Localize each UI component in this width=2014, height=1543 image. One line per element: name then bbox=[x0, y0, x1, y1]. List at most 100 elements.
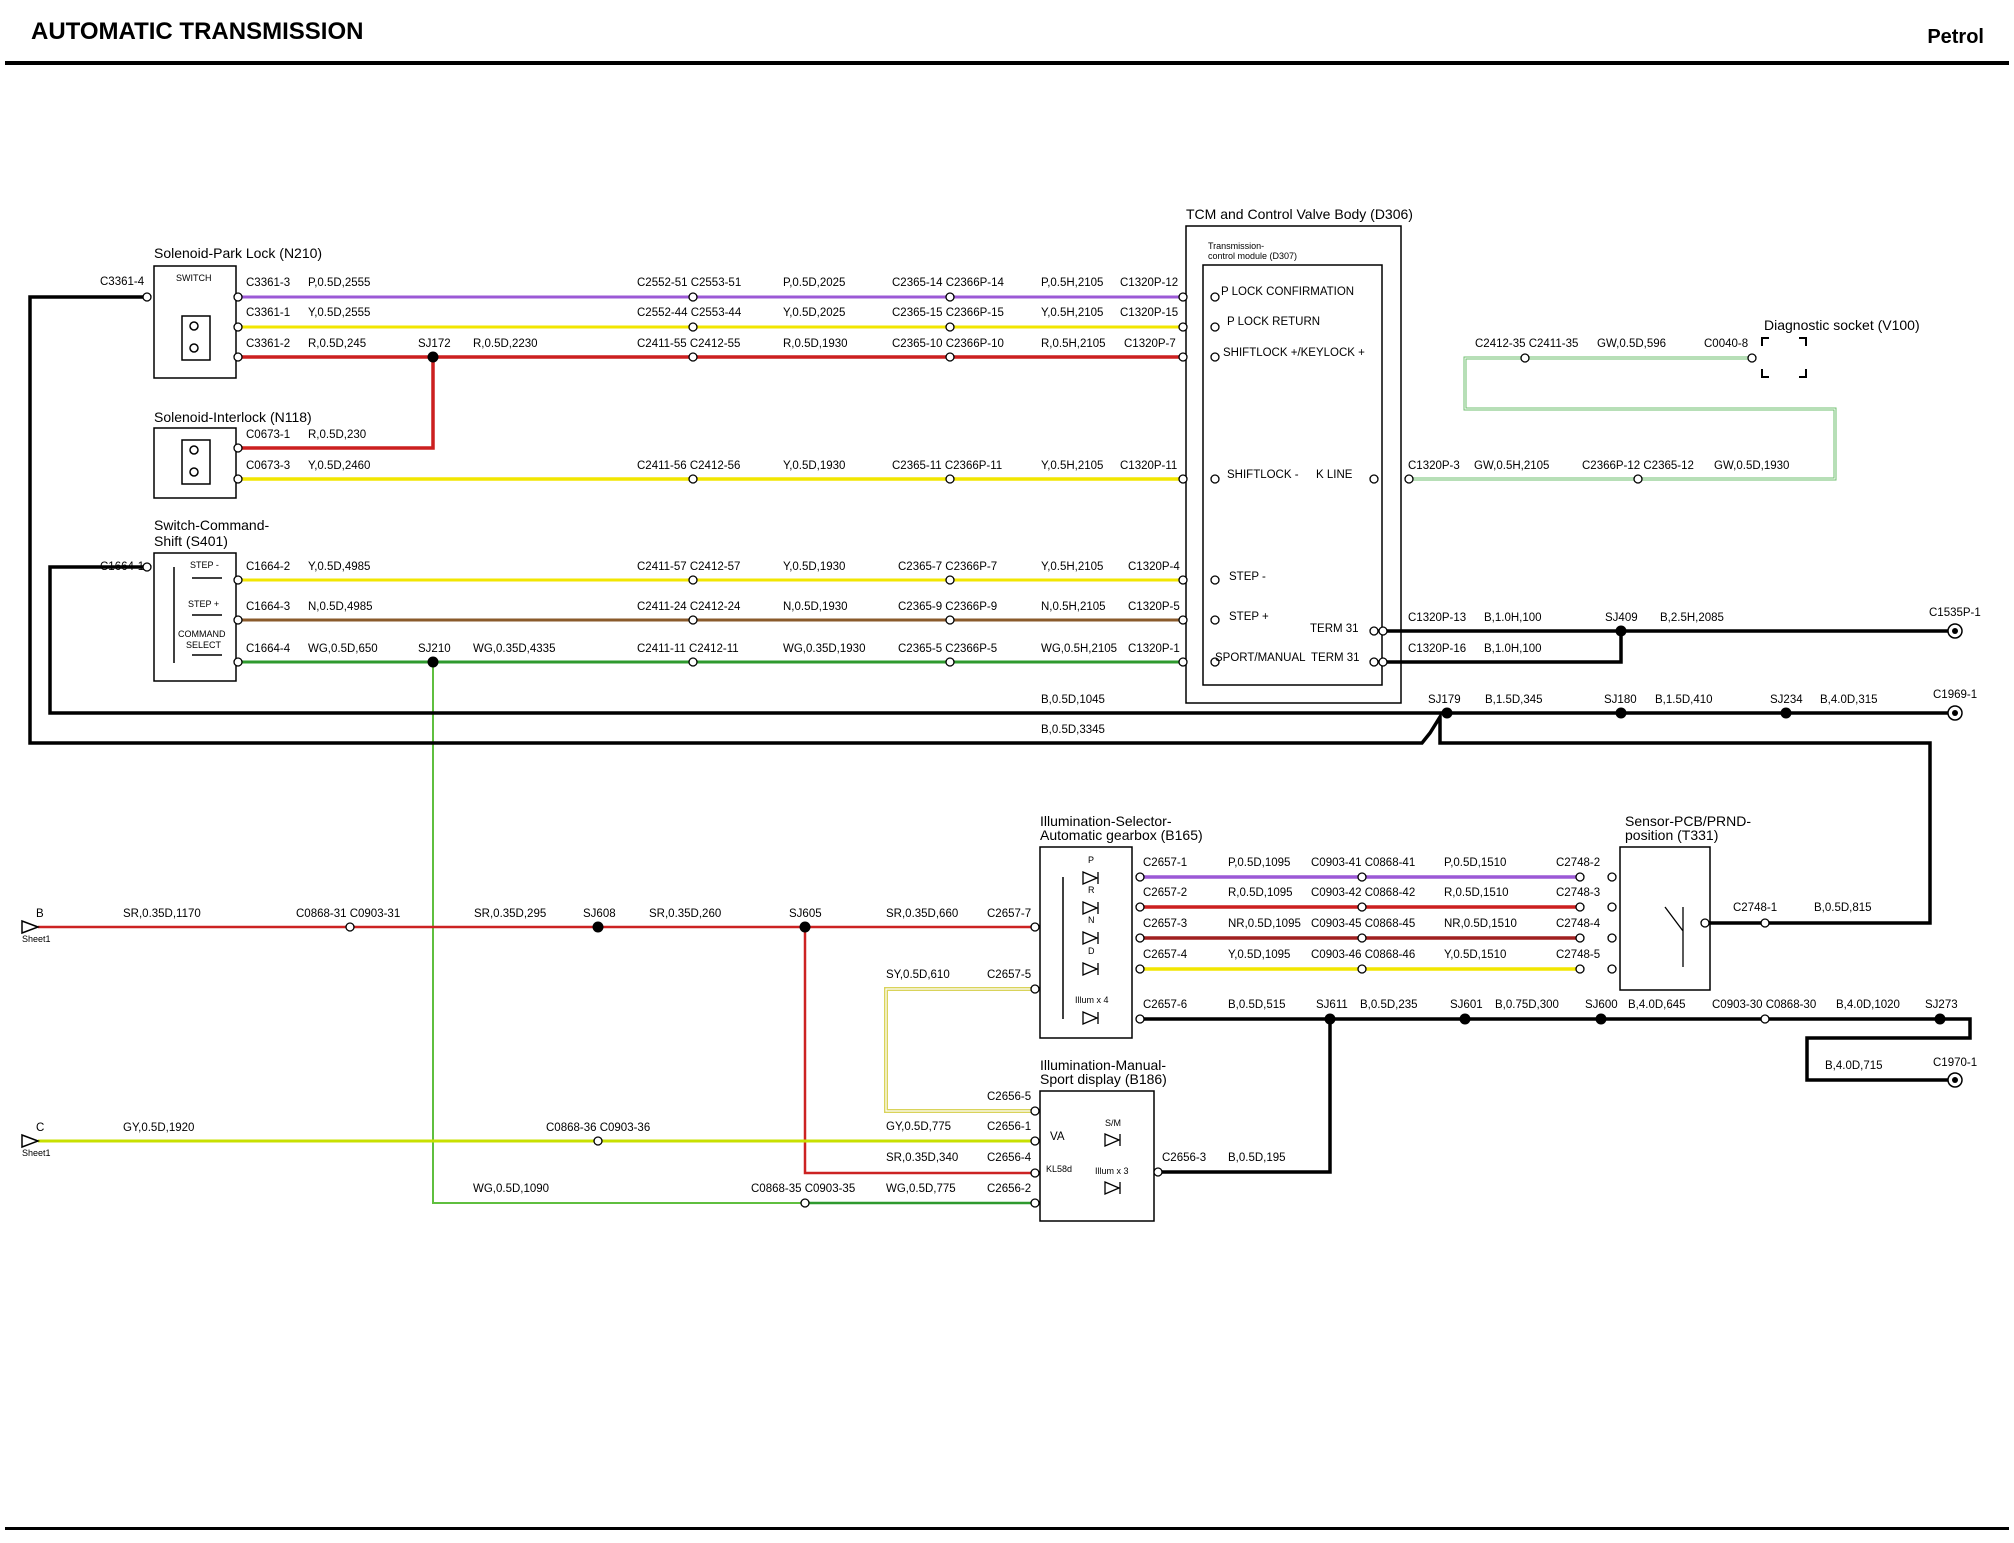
conn-c0868-31: C0868-31 C0903-31 bbox=[296, 908, 400, 920]
park-lock-title: Solenoid-Park Lock (N210) bbox=[154, 245, 322, 261]
wire-black-sj611-drop bbox=[1158, 1019, 1332, 1174]
offsheet-c-sheet: Sheet1 bbox=[22, 1148, 51, 1158]
wire-label: NR,0.5D,1510 bbox=[1444, 918, 1517, 930]
connector-pin bbox=[688, 657, 698, 667]
command-shift-title-2: Shift (S401) bbox=[154, 533, 228, 549]
wire-label: SR,0.35D,295 bbox=[474, 908, 546, 920]
splice-sj409: SJ409 bbox=[1605, 612, 1638, 624]
wire-label: R,0.5D,1510 bbox=[1444, 887, 1509, 899]
led-sm-icon bbox=[1104, 1133, 1121, 1147]
wire-label: Y,0.5D,2555 bbox=[308, 307, 370, 319]
connector-pin bbox=[1210, 657, 1220, 667]
connector-pin bbox=[1575, 964, 1585, 974]
connector-pin bbox=[1135, 964, 1145, 974]
tcm-inner-box bbox=[1202, 264, 1383, 686]
wire-label: Y,0.5D,1930 bbox=[783, 561, 845, 573]
conn-c2748-1: C2748-1 bbox=[1733, 902, 1777, 914]
led-d-icon bbox=[1082, 962, 1099, 976]
conn-c2365-10: C2365-10 C2366P-10 bbox=[892, 338, 1004, 350]
splice-dot bbox=[1615, 625, 1627, 637]
wire-label: B,1.5D,345 bbox=[1485, 694, 1543, 706]
conn-c1664-4: C1664-4 bbox=[246, 643, 291, 655]
conn-c0868-36: C0868-36 C0903-36 bbox=[546, 1122, 650, 1134]
conn-c3361-4: C3361-4 bbox=[100, 276, 145, 288]
connector-pin bbox=[142, 292, 152, 302]
tcm-pin-shiftlock-minus: SHIFTLOCK - bbox=[1227, 469, 1299, 481]
diag-title: Diagnostic socket (V100) bbox=[1764, 317, 1920, 333]
connector-pin bbox=[1700, 918, 1710, 928]
wire-black-illum-gnd bbox=[1140, 1017, 1972, 1082]
prnd-switch-icon bbox=[1664, 906, 1684, 967]
wire-label: GW,0.5H,2105 bbox=[1474, 460, 1549, 472]
conn-c1320p-4: C1320P-4 bbox=[1128, 561, 1180, 573]
conn-c2365-5: C2365-5 C2366P-5 bbox=[898, 643, 997, 655]
connector-pin bbox=[1030, 1198, 1040, 1208]
wire-label: R,0.5H,2105 bbox=[1041, 338, 1106, 350]
connector-pin bbox=[1135, 902, 1145, 912]
wire-label: SR,0.35D,340 bbox=[886, 1152, 958, 1164]
connector-pin bbox=[1178, 657, 1188, 667]
wire-labels: P,0.5D,2555 P,0.5D,2025 P,0.5H,2105 Y,0.… bbox=[123, 277, 1900, 1195]
connector-pin bbox=[1210, 292, 1220, 302]
component-boxes bbox=[153, 225, 1807, 1222]
connector-pin bbox=[1178, 322, 1188, 332]
component-internals bbox=[173, 315, 1064, 1019]
connector-pin bbox=[1633, 474, 1643, 484]
illum-manual-sm: S/M bbox=[1105, 1118, 1121, 1128]
connector-pin bbox=[1030, 1168, 1040, 1178]
wire-label: R,0.5D,2230 bbox=[473, 338, 538, 350]
led-p-label: P bbox=[1088, 855, 1094, 865]
wire-label: N,0.5H,2105 bbox=[1041, 601, 1106, 613]
wire-green-kline-inner bbox=[1409, 357, 1836, 480]
engine-variant-label: Petrol bbox=[1927, 26, 1984, 48]
offsheet-c-icon bbox=[21, 1133, 41, 1149]
conn-c1320p-12: C1320P-12 bbox=[1120, 277, 1178, 289]
splice-sj608: SJ608 bbox=[583, 908, 616, 920]
wire-label: Y,0.5H,2105 bbox=[1041, 561, 1103, 573]
splice-dot bbox=[1441, 707, 1453, 719]
wire-black-term31b bbox=[1383, 631, 1623, 664]
connector-pin bbox=[945, 474, 955, 484]
wire-label: WG,0.35D,4335 bbox=[473, 643, 555, 655]
wire-label: B,1.0H,100 bbox=[1484, 612, 1542, 624]
wire-label: B,4.0D,715 bbox=[1825, 1060, 1883, 1072]
wire-label: GW,0.5D,1930 bbox=[1714, 460, 1789, 472]
connector-pin bbox=[1030, 1106, 1040, 1116]
connector-pin bbox=[688, 474, 698, 484]
conn-c2657-1: C2657-1 bbox=[1143, 857, 1187, 869]
wire-label: P,0.5D,2025 bbox=[783, 277, 845, 289]
wire-label: B,1.5D,410 bbox=[1655, 694, 1713, 706]
wire-label: SY,0.5D,610 bbox=[886, 969, 950, 981]
illum-selector-title-1: Illumination-Selector- bbox=[1040, 813, 1172, 829]
connector-pin bbox=[1135, 933, 1145, 943]
conn-c1320p-16: C1320P-16 bbox=[1408, 643, 1466, 655]
conn-c0903-41: C0903-41 C0868-41 bbox=[1311, 857, 1415, 869]
conn-c2748-5: C2748-5 bbox=[1556, 949, 1600, 961]
conn-c2657-3: C2657-3 bbox=[1143, 918, 1187, 930]
tcm-pin-shiftlock-plus: SHIFTLOCK +/KEYLOCK + bbox=[1223, 347, 1365, 359]
conn-c0673-3: C0673-3 bbox=[246, 460, 290, 472]
conn-c0903-30: C0903-30 C0868-30 bbox=[1712, 999, 1816, 1011]
wire-label: Y,0.5D,1510 bbox=[1444, 949, 1506, 961]
conn-c2748-2: C2748-2 bbox=[1556, 857, 1600, 869]
conn-c1664-2: C1664-2 bbox=[246, 561, 290, 573]
splice-sj600: SJ600 bbox=[1585, 999, 1618, 1011]
connector-pin bbox=[1178, 292, 1188, 302]
wire-label: NR,0.5D,1095 bbox=[1228, 918, 1301, 930]
wire-label: SR,0.35D,260 bbox=[649, 908, 721, 920]
offsheet-b: B bbox=[36, 908, 44, 920]
wire-label: B,0.5D,195 bbox=[1228, 1152, 1286, 1164]
wire-label: Y,0.5D,2460 bbox=[308, 460, 370, 472]
wire-label: B,0.5D,515 bbox=[1228, 999, 1286, 1011]
conn-c1320p-1: C1320P-1 bbox=[1128, 643, 1180, 655]
conn-c2656-2: C2656-2 bbox=[987, 1183, 1031, 1195]
splice-dot bbox=[1595, 1013, 1607, 1025]
wire-label: GY,0.5D,775 bbox=[886, 1121, 951, 1133]
wire-label: Y,0.5D,1930 bbox=[783, 460, 845, 472]
wire-label: SR,0.35D,660 bbox=[886, 908, 958, 920]
conn-c0903-42: C0903-42 C0868-42 bbox=[1311, 887, 1415, 899]
conn-c0903-45: C0903-45 C0868-45 bbox=[1311, 918, 1415, 930]
wire-label: SR,0.35D,1170 bbox=[123, 908, 201, 920]
connector-pin bbox=[1178, 575, 1188, 585]
splice-dot bbox=[1324, 1013, 1336, 1025]
